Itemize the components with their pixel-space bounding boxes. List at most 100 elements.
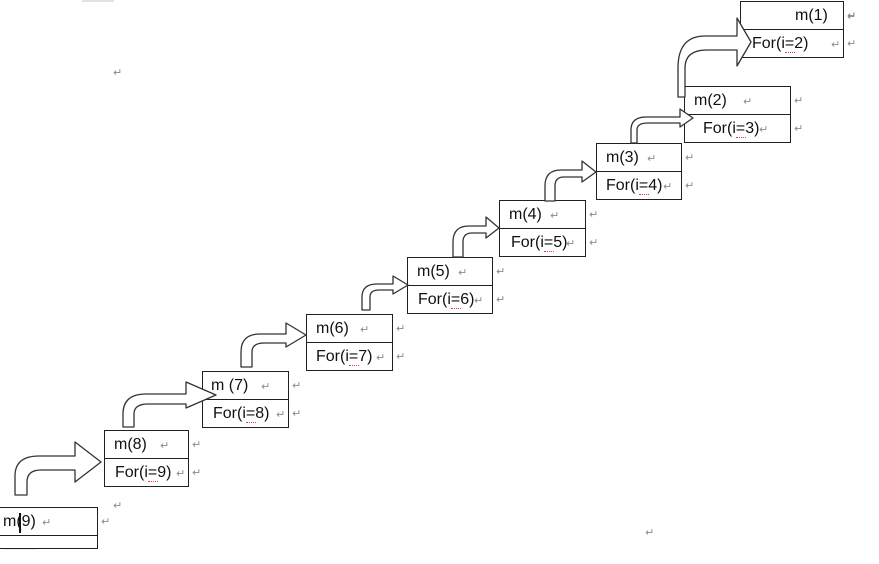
curved-arrow-6-to-5-shape — [361, 275, 409, 311]
paragraph-mark: ↵ — [647, 152, 657, 165]
curved-arrow-7-to-6-shape — [240, 322, 307, 368]
call-label: m(5) — [417, 263, 450, 280]
loop-label: For(i=9) — [115, 464, 172, 481]
paragraph-mark: ↵ — [42, 516, 52, 529]
call-label: m (7) — [211, 377, 249, 394]
call-row: m(4) ↵ — [500, 201, 585, 229]
curved-arrow-7-to-6 — [240, 322, 307, 368]
paragraph-mark: ↵ — [396, 350, 406, 363]
curved-arrow-9-to-8 — [14, 441, 102, 496]
loop-row: For(i=7)↵ — [307, 343, 392, 371]
curved-arrow-5-to-4-shape — [452, 216, 500, 258]
spell-underline — [246, 419, 256, 423]
curved-arrow-8-to-7-shape — [122, 381, 217, 428]
call-row: m(1) ↵ — [741, 2, 856, 30]
paragraph-mark: ↵ — [292, 407, 302, 420]
paragraph-mark: ↵ — [645, 526, 655, 539]
loop-row — [0, 536, 97, 564]
curved-arrow-3-to-2 — [630, 108, 694, 144]
call-table-m9: m(9)↵ — [0, 507, 98, 549]
call-label: m(4) — [509, 206, 542, 223]
curved-arrow-9-to-8-shape — [14, 441, 102, 496]
paragraph-mark: ↵ — [759, 123, 769, 136]
call-table-m4: m(4)↵For(i=5)↵ — [499, 200, 586, 257]
call-table-m5: m(5)↵For(i=6)↵ — [407, 257, 493, 314]
paragraph-mark: ↵ — [550, 209, 560, 222]
spell-underline — [736, 134, 746, 138]
paragraph-mark: ↵ — [160, 439, 170, 452]
loop-label: For(i=8) — [213, 405, 270, 422]
paragraph-mark: ↵ — [113, 499, 123, 512]
paragraph-mark: ↵ — [276, 408, 286, 421]
paragraph-mark: ↵ — [292, 379, 302, 392]
paragraph-mark: ↵ — [847, 37, 857, 50]
paragraph-mark: ↵ — [847, 10, 857, 23]
paragraph-mark: ↵ — [831, 38, 841, 51]
curved-arrow-4-to-3 — [544, 160, 597, 202]
loop-label: For(i=4) — [606, 177, 663, 194]
call-label: m(6) — [316, 320, 349, 337]
spell-underline — [148, 478, 158, 482]
call-label: m(1) — [795, 7, 828, 24]
loop-label: For(i=3) — [703, 120, 760, 137]
paragraph-mark: ↵ — [743, 95, 753, 108]
paragraph-mark: ↵ — [376, 351, 386, 364]
loop-row: For(i=6)↵ — [408, 286, 492, 314]
call-row: m(9)↵ — [0, 508, 97, 536]
paragraph-mark: ↵ — [396, 322, 406, 335]
paragraph-mark: ↵ — [192, 438, 202, 451]
loop-row: For(i=5)↵ — [500, 229, 585, 257]
paragraph-mark: ↵ — [847, 9, 857, 22]
call-table-m8: m(8)↵ For(i=9) ↵ — [104, 430, 189, 487]
curved-arrow-4-to-3-shape — [544, 160, 597, 202]
curved-arrow-2-to-1 — [677, 17, 752, 98]
paragraph-mark: ↵ — [794, 94, 804, 107]
curved-arrow-8-to-7 — [122, 381, 217, 428]
loop-row: For(i=3)↵ — [685, 115, 790, 143]
text-cursor — [19, 513, 21, 533]
spell-underline — [544, 248, 554, 252]
loop-label: For(i=7) — [316, 348, 373, 365]
call-row: m(2) ↵ — [685, 87, 790, 115]
call-row: m(3) ↵ — [597, 144, 681, 172]
paragraph-mark: ↵ — [589, 236, 599, 249]
paragraph-mark: ↵ — [685, 151, 695, 164]
paragraph-mark: ↵ — [192, 466, 202, 479]
loop-row: For(i=2) ↵ — [741, 30, 843, 58]
loop-label: For(i=6) — [418, 291, 475, 308]
spell-underline — [785, 49, 795, 53]
call-row: m(8)↵ — [105, 431, 188, 459]
call-label: m(2) — [694, 92, 727, 109]
recursion-diagram: m(1)↵For(i=2)↵↵↵m(2)↵For(i=3)↵↵↵m(3)↵For… — [0, 0, 857, 550]
call-label: m(3) — [606, 149, 639, 166]
call-table-m3: m(3)↵For(i=4)↵ — [596, 143, 682, 200]
curved-arrow-5-to-4 — [452, 216, 500, 258]
paragraph-mark: ↵ — [458, 266, 468, 279]
curved-arrow-2-to-1-shape — [677, 17, 752, 98]
call-table-m6: m(6)↵For(i=7)↵ — [306, 314, 393, 371]
paragraph-mark: ↵ — [176, 467, 186, 480]
paragraph-mark: ↵ — [360, 323, 370, 336]
page-edge-mark — [82, 0, 114, 2]
call-row: m(5) ↵ — [408, 258, 492, 286]
paragraph-mark: ↵ — [589, 208, 599, 221]
curved-arrow-3-to-2-shape — [630, 108, 694, 144]
paragraph-mark: ↵ — [496, 265, 506, 278]
paragraph-mark: ↵ — [794, 122, 804, 135]
call-row: m(6) ↵ — [307, 315, 392, 343]
paragraph-mark: ↵ — [261, 380, 271, 393]
loop-row: For(i=9) ↵ — [105, 459, 188, 487]
call-table-m7: m (7) ↵ For(i=8) ↵ — [202, 371, 289, 428]
curved-arrow-6-to-5 — [361, 275, 409, 311]
paragraph-mark: ↵ — [496, 293, 506, 306]
spell-underline — [639, 191, 649, 195]
spell-underline — [451, 305, 461, 309]
paragraph-mark: ↵ — [474, 294, 484, 307]
paragraph-mark: ↵ — [663, 180, 673, 193]
spell-underline — [349, 362, 359, 366]
loop-row: For(i=8) ↵ — [203, 400, 288, 428]
call-table-m1: m(1) ↵ For(i=2) ↵ — [740, 1, 856, 58]
loop-label: For(i=2) — [752, 35, 809, 52]
paragraph-mark: ↵ — [566, 237, 576, 250]
call-table-m2: m(2)↵For(i=3)↵ — [684, 86, 791, 143]
